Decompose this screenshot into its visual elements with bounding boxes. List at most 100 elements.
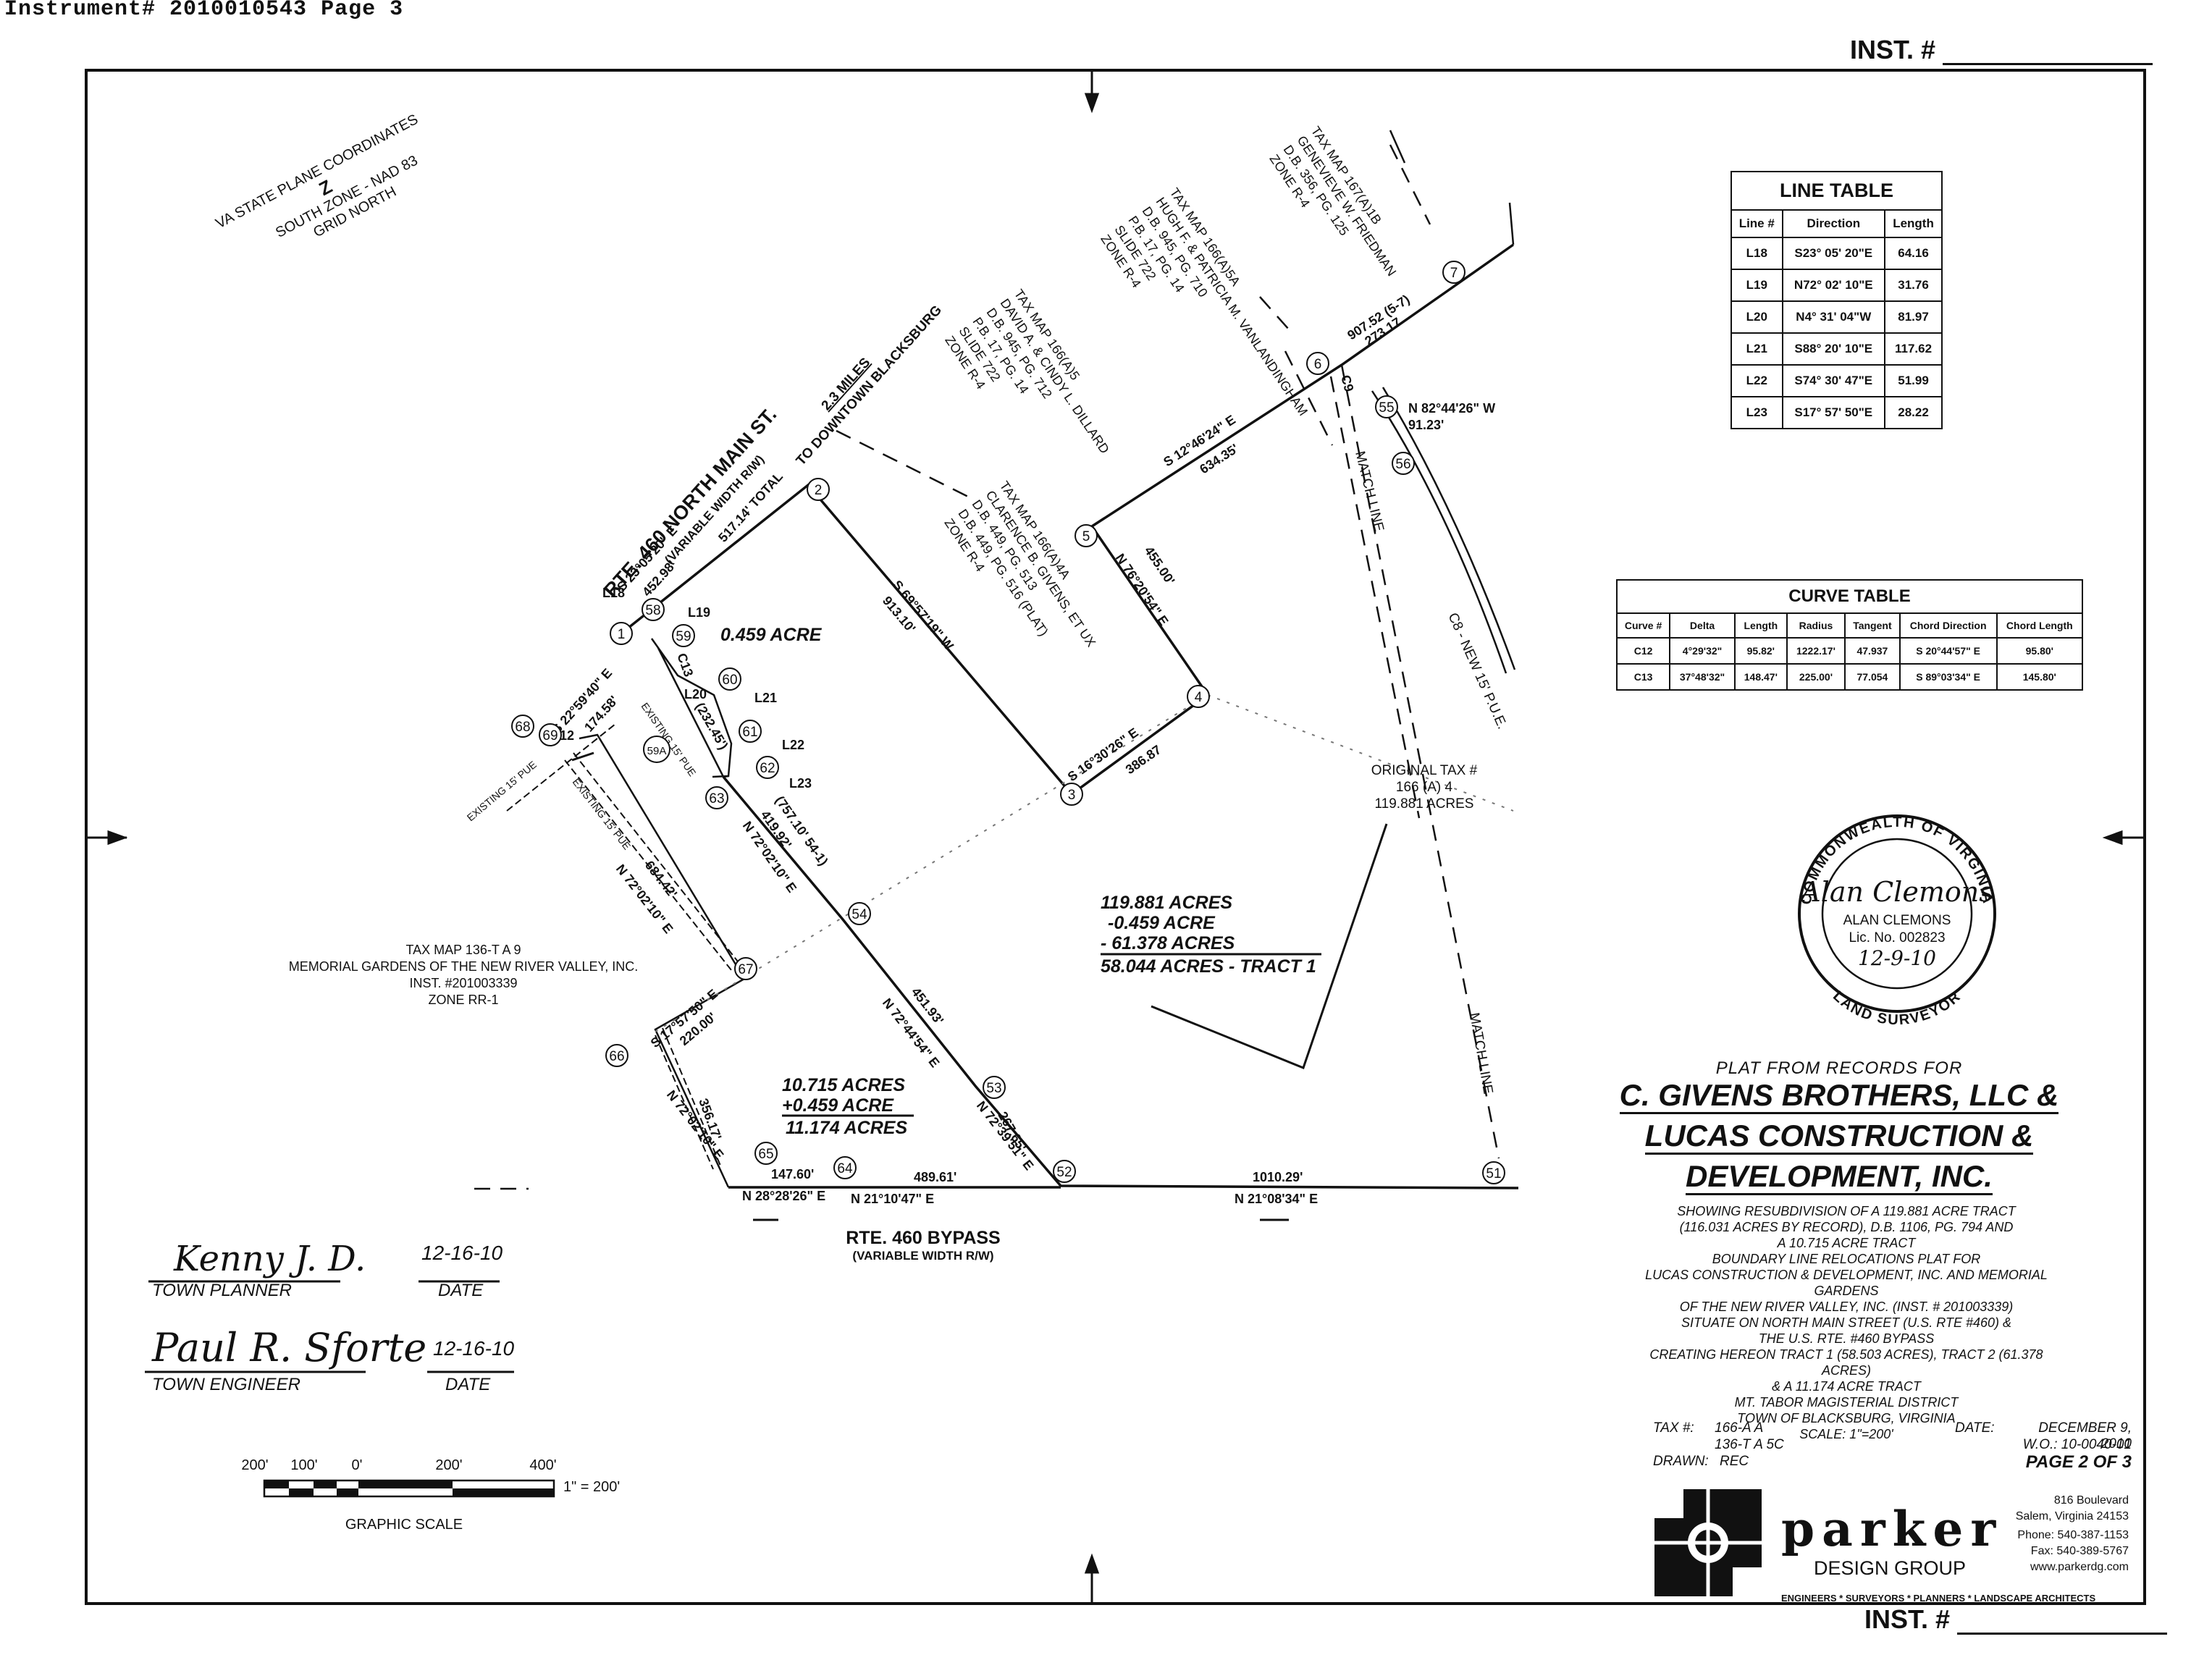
bearing-52-51-len: 1010.29' xyxy=(1253,1170,1303,1184)
boundary-lines xyxy=(620,243,1519,1189)
overhead-line xyxy=(655,694,1514,1032)
tm167-line2: GENEVIEVE W. FRIEDMAN xyxy=(1295,133,1400,279)
firm-fax: Fax: 540-389-5767 xyxy=(2031,1545,2129,1557)
planner-signature: Kenny J. D. xyxy=(173,1239,366,1279)
bearing-3-4-len: 386.87 xyxy=(1123,742,1164,777)
scale-tick-1: 100' xyxy=(290,1457,317,1473)
curve-col-chord-direction: Chord Direction xyxy=(1898,612,1998,639)
north-arrow: VA STATE PLANE COORDINATES Z SOUTH ZONE … xyxy=(213,111,421,241)
survey-points: 1234567515253545556585959A60616263646566… xyxy=(511,261,1505,1184)
description-line: OF THE NEW RIVER VALLEY, INC. (INST. # 2… xyxy=(1679,1300,2014,1314)
line-cell: L18 xyxy=(1731,237,1783,270)
survey-point-5: 5 xyxy=(1075,524,1098,547)
survey-point-53: 53 xyxy=(983,1076,1006,1099)
survey-point-61: 61 xyxy=(739,720,762,743)
approval-signatures: Kenny J. D. TOWN PLANNER 12-16-10 DATE P… xyxy=(145,1239,515,1394)
engineer-date-label: DATE xyxy=(445,1375,491,1394)
point-circle xyxy=(610,622,633,645)
bearing-64-52-len: 489.61' xyxy=(914,1170,956,1184)
point-number: 64 xyxy=(837,1161,853,1176)
line-cell: L21 xyxy=(1731,332,1783,366)
point-number: 60 xyxy=(722,673,737,688)
survey-point-63: 63 xyxy=(705,786,728,809)
point-number: 6 xyxy=(1314,357,1322,372)
line-cell: L22 xyxy=(1731,364,1783,397)
tm136-line1: TAX MAP 136-T A 9 xyxy=(405,943,521,957)
line-cell: S17° 57' 50"E xyxy=(1781,396,1886,429)
engineer-title: TOWN ENGINEER xyxy=(152,1375,300,1394)
route-bypass-rw: (VARIABLE WIDTH R/W) xyxy=(852,1249,993,1263)
tax-value-2: 136-T A 5C xyxy=(1715,1437,1784,1452)
tm136-line2: MEMORIAL GARDENS OF THE NEW RIVER VALLEY… xyxy=(289,959,638,974)
line-col-length: Length xyxy=(1884,209,1943,238)
line-cell: 31.76 xyxy=(1884,269,1943,302)
description-line: (116.031 ACRES BY RECORD), D.B. 1106, PG… xyxy=(1679,1220,2014,1234)
point-number: 5 xyxy=(1082,529,1090,544)
point-circle xyxy=(539,723,562,746)
point-number: 4 xyxy=(1195,690,1203,705)
planner-date: 12-16-10 xyxy=(421,1242,503,1264)
curve-cell: 145.80' xyxy=(1996,663,2084,691)
line-l22-label: L22 xyxy=(782,738,804,752)
point-circle xyxy=(1187,685,1210,708)
description-line: SCALE: 1"=200' xyxy=(1799,1427,1893,1441)
line-cell: L19 xyxy=(1731,269,1783,302)
curve-cell: 47.937 xyxy=(1844,637,1901,665)
point-number: 59A xyxy=(647,745,667,757)
acres-tract1-line4: 58.044 ACRES - TRACT 1 xyxy=(1101,956,1316,977)
match-line-label-1: MATCH LINE xyxy=(1352,450,1387,533)
point-number: 68 xyxy=(515,720,530,735)
bearing-53-52: N 72°39'51" E xyxy=(974,1098,1037,1173)
curve-cell: 225.00' xyxy=(1786,663,1846,691)
firm-web: www.parkerdg.com xyxy=(2030,1561,2129,1573)
point-number: 66 xyxy=(609,1049,624,1064)
inst-label: INST. # xyxy=(1850,35,1936,64)
survey-point-4: 4 xyxy=(1187,685,1210,708)
seal-signature: Alan Clemons xyxy=(1799,876,1993,908)
existing-pue-label-2: EXISTING 15' PUE xyxy=(571,776,634,852)
firm-address-2: Salem, Virginia 24153 xyxy=(2016,1510,2129,1522)
curve-cell: S 89°03'34" E xyxy=(1898,663,1998,691)
line-cell: 117.62 xyxy=(1884,332,1943,366)
existing-pue-label-1: EXISTING 15' PUE xyxy=(465,759,539,823)
point-number: 54 xyxy=(851,907,867,922)
point-number: 63 xyxy=(709,791,724,806)
engineer-signature: Paul R. Sforte xyxy=(151,1325,426,1370)
point-number: 67 xyxy=(738,962,753,977)
survey-point-51: 51 xyxy=(1482,1161,1505,1184)
tm136-line4: ZONE RR-1 xyxy=(428,993,498,1007)
acres-small-line3: 11.174 ACRES xyxy=(786,1118,907,1138)
point-number: 3 xyxy=(1068,788,1076,803)
survey-point-67: 67 xyxy=(734,957,757,980)
bearing-65-64: N 28°28'26" E xyxy=(742,1189,825,1203)
line-l18-label: L18 xyxy=(602,586,625,600)
engineer-date: 12-16-10 xyxy=(433,1337,515,1360)
miles-label-2: TO DOWNTOWN BLACKSBURG xyxy=(794,303,945,468)
point-circle xyxy=(1075,524,1098,547)
original-tax-line2: 166 (A) 4 xyxy=(1396,780,1453,795)
acre-0459-label: 0.459 ACRE xyxy=(720,625,823,645)
line-l21-label: L21 xyxy=(754,691,777,705)
surveyor-seal: COMMONWEALTH OF VIRGINIA LAND SURVEYOR A… xyxy=(1798,814,1996,1028)
instrument-header: Instrument# 2010010543 Page 3 xyxy=(4,0,404,22)
point-circle xyxy=(1442,261,1465,284)
scale-tick-2: 0' xyxy=(352,1457,363,1473)
seal-license: Lic. No. 002823 xyxy=(1849,930,1945,945)
curve-cell: 95.80' xyxy=(1996,637,2084,665)
acres-small-line1: 10.715 ACRES xyxy=(782,1075,905,1095)
point-number: 52 xyxy=(1056,1165,1072,1180)
border-ticks xyxy=(86,70,2145,1604)
curve-cell: 37°48'32" xyxy=(1669,663,1736,691)
firm-phone: Phone: 540-387-1153 xyxy=(2017,1529,2129,1541)
line-l20-label: L20 xyxy=(684,687,707,702)
point-circle xyxy=(1482,1161,1505,1184)
point-circle xyxy=(833,1156,857,1179)
point-circle xyxy=(734,957,757,980)
survey-point-56: 56 xyxy=(1392,452,1415,475)
